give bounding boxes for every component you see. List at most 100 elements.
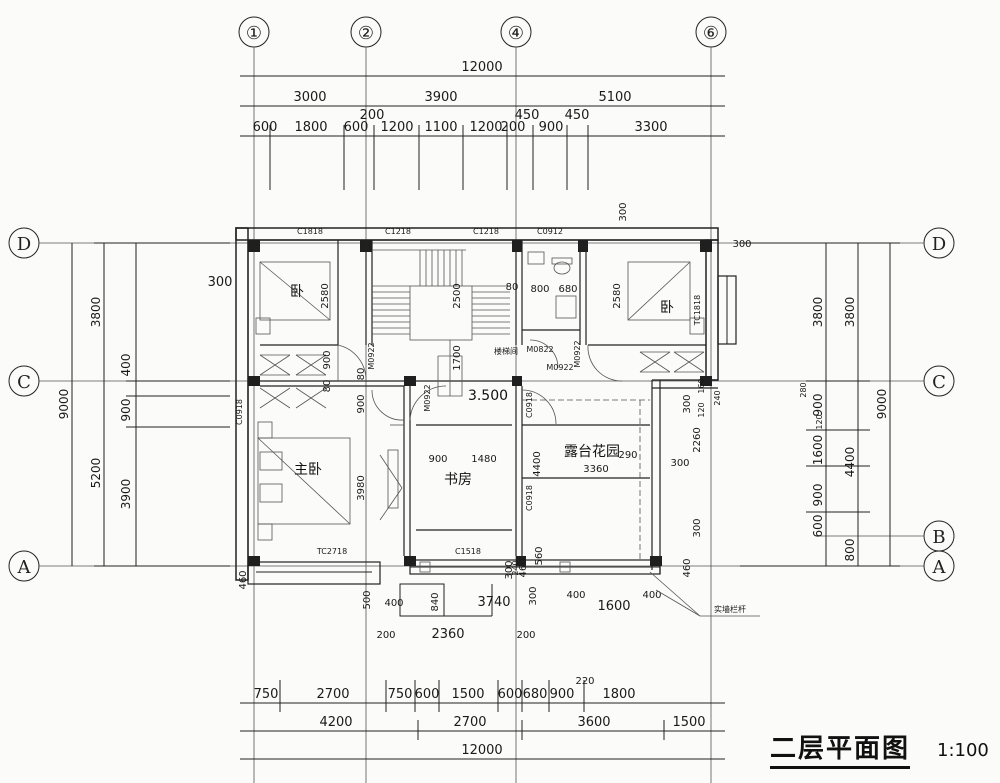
dim-misc-3: 300 [732,239,751,250]
dim-top-inner-6: 1200 [469,120,502,135]
stair-label: 楼梯间 [494,346,518,356]
dim-misc-6: 840 [430,592,441,611]
dim-stair-b: 1700 [452,345,463,370]
dim-bottom-inner-6: 600 [498,687,523,702]
dim-top-inner-4: 1200 [380,120,413,135]
dim-bath-side: 80 [506,282,519,293]
right-dimension-lines [740,242,900,567]
dim-bottom-inner-7: 680 [523,687,548,702]
dim-terrace-2: 3360 [583,464,608,475]
nightstand-master-b [257,523,273,541]
axis-label-D-left: D [17,234,31,255]
washbasin [527,251,545,265]
dim-top-mid-3: 5100 [598,90,631,105]
dim-study-1: 900 [428,454,447,465]
dim-right-inner-4: 900 [811,484,825,507]
dim-top-inner-3: 600 [344,120,369,135]
axis-label-1: ① [246,23,262,44]
dim-left-outer-1: 3800 [89,297,103,328]
dim-left-outer-3: 9000 [57,389,71,420]
staircase [372,249,510,397]
dim-bottom-mark: 220 [575,676,594,687]
dim-bottom-inner-2: 2700 [316,687,349,702]
dim-misc-8: 200 [376,630,395,641]
nightstand-master-a [257,421,273,439]
code-M0922-b: M0922 [423,384,432,411]
dim-left-inner-2: 900 [119,399,133,422]
dim-bottom-inner-5: 1500 [451,687,484,702]
dim-bottom-inner-8: 900 [550,687,575,702]
dim-misc-25: 240 [713,390,722,405]
wardrobe-master [387,449,399,509]
code-M0922-d: M0922 [546,363,573,372]
dim-bottom-mid-3: 3600 [577,715,610,730]
door-window-codes: C1818 C1218 C1218 C0912 C0918 TC2718 C15… [235,227,702,556]
dim-misc-22: 560 [534,546,545,565]
dim-hall: 900 [322,350,333,369]
dim-misc-20: 460 [518,558,529,577]
code-C0918-b: C0918 [525,485,534,511]
dim-study-2: 1480 [471,454,496,465]
dim-left-inner-1: 400 [119,354,133,377]
dim-misc-9: 2360 [431,627,464,642]
left-dimension-text: 3800 5200 9000 400 900 3900 [57,297,133,510]
dim-hall-b: 80 [322,380,333,393]
stair-level: 3.500 [468,388,508,404]
dim-misc-10: 200 [516,630,535,641]
dim-right-inner-5: 600 [811,515,825,538]
left-dimension-lines [71,242,230,567]
dim-right-small-2: 900 [811,394,825,417]
dim-stair: 2500 [452,283,463,308]
dim-bedroom-nw: 2580 [320,283,331,308]
toilet [553,261,571,275]
code-TC1818: TC1818 [693,295,702,326]
dim-misc-5: 400 [384,598,403,609]
dim-bath-b: 680 [558,284,577,295]
dim-misc-11: 460 [238,570,249,589]
dim-misc-24: 160 [697,378,706,393]
dim-misc-1: 300 [208,275,233,290]
dim-top-mid-2: 3900 [424,90,457,105]
bed-ne [627,261,691,321]
door-swings [337,339,623,521]
misc-dimensions: 300 300 300 500 400 840 3740 200 2360 20… [208,202,752,642]
code-TC2718: TC2718 [316,547,347,556]
dim-misc-14: 400 [566,590,585,601]
dim-misc-26: 300 [692,518,703,537]
dim-top-inner-2: 1800 [294,120,327,135]
room-label-study: 书房 [444,472,472,488]
dim-left-outer-2: 5200 [89,458,103,489]
dim-right-outer: 9000 [875,389,889,420]
dim-bottom-mid-2: 2700 [453,715,486,730]
dim-top-inner-7: 200 [501,120,526,135]
room-label-bedroom-ne: 卧 [660,300,674,316]
axis-label-6: ⑥ [703,23,719,44]
axis-label-C-left: C [17,372,31,393]
drawing-scale: 1:100 [937,740,989,761]
dim-top-inner-9: 450 [565,108,590,123]
nightstand-ne [689,317,705,335]
dim-right-mid-3: 800 [843,539,857,562]
dim-misc-13: 300 [504,560,515,579]
bed-master [257,437,351,525]
dim-misc-18: 300 [670,458,689,469]
dim-top-inner-10: 3300 [634,120,667,135]
dim-top-mid-1: 3000 [293,90,326,105]
dim-bottom-mid-4: 1500 [672,715,705,730]
exterior-walls [235,227,737,617]
right-dimension-text: 3800 120 1600 900 600 3800 4400 800 9000… [799,297,889,562]
bed-nw [259,261,331,321]
dim-right-mid-1: 3800 [843,297,857,328]
dim-left-inner-3: 3900 [119,479,133,510]
code-C0918-a: C0918 [525,392,534,418]
dim-hall-d: 80 [356,368,367,381]
dim-misc-16: 400 [642,590,661,601]
axis-label-2: ② [358,23,374,44]
dim-misc-27: 460 [682,558,693,577]
shower [555,295,577,319]
dim-misc-17: 2260 [692,427,703,452]
dim-misc-19: 290 [618,450,637,461]
top-dimension-text: 12000 3000 3900 5100 600 1800 600 1200 1… [253,60,668,135]
nightstand-nw [255,317,271,335]
